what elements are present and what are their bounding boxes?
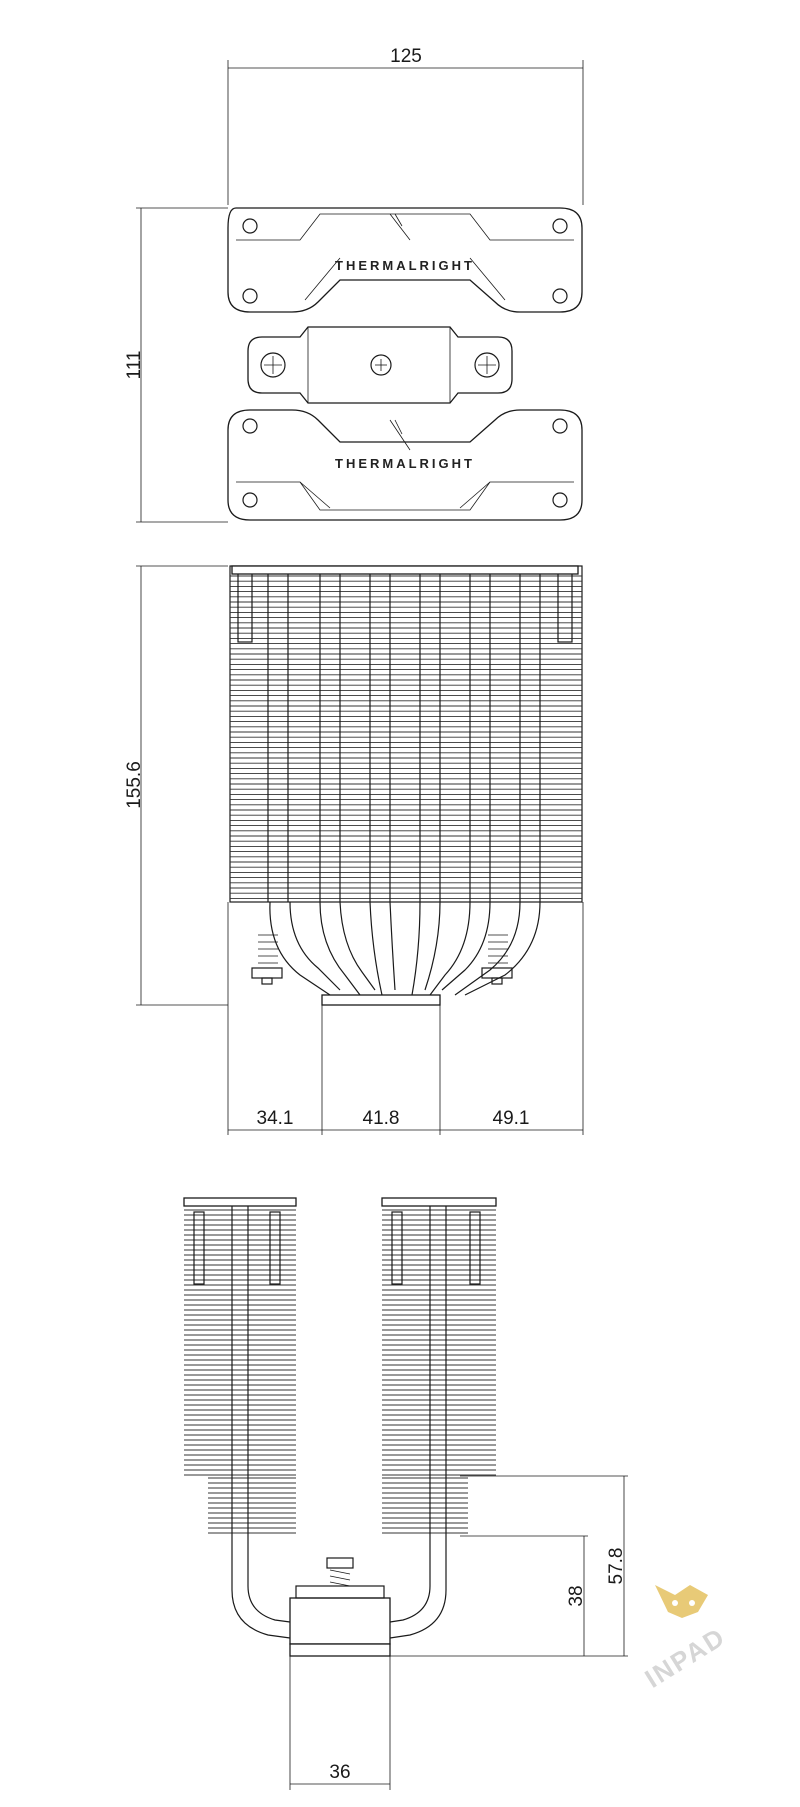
front-view: 155.6: [124, 565, 584, 1135]
side-u-heatpipe: [231, 1536, 447, 1639]
dim-base-right: 49.1: [493, 1108, 530, 1129]
dim-base-left: 34.1: [257, 1108, 294, 1129]
dim-front-height: 155.6: [124, 761, 145, 809]
upper-fan-bracket: THERMALRIGHT: [227, 207, 583, 313]
front-fin-stack: [230, 575, 582, 899]
inpad-watermark: INPAD: [640, 1585, 731, 1694]
upper-bracket-logo: THERMALRIGHT: [335, 258, 475, 273]
front-springs: [251, 934, 513, 985]
dim-base-middle: 41.8: [363, 1108, 400, 1129]
lower-fan-bracket: THERMALRIGHT: [227, 409, 583, 521]
dim-top-width: 125: [390, 46, 422, 67]
side-right-tower: [381, 1197, 497, 1536]
front-base: [321, 994, 441, 1006]
side-base-block: [289, 1557, 391, 1657]
front-heatpipes: [267, 572, 541, 902]
mounting-bar: [247, 326, 513, 404]
side-right-fin-stack: [382, 1209, 496, 1534]
side-view: 38 57.8 36: [183, 1197, 628, 1790]
top-view: 125 111 THERMALRIGHT: [124, 46, 584, 523]
lower-bracket-logo: THERMALRIGHT: [335, 456, 475, 471]
dim-top-height: 111: [124, 351, 145, 380]
side-left-tower: [183, 1197, 297, 1536]
owl-logo-icon: [655, 1585, 708, 1618]
dim-side-clearance: 57.8: [606, 1548, 627, 1585]
side-left-fin-stack: [184, 1209, 296, 1534]
dim-side-base-width: 36: [329, 1762, 350, 1783]
watermark-text: INPAD: [640, 1621, 731, 1694]
dim-side-base-height: 38: [566, 1585, 587, 1606]
front-clip-screws: [231, 565, 579, 643]
front-bent-heatpipes: [269, 901, 541, 996]
